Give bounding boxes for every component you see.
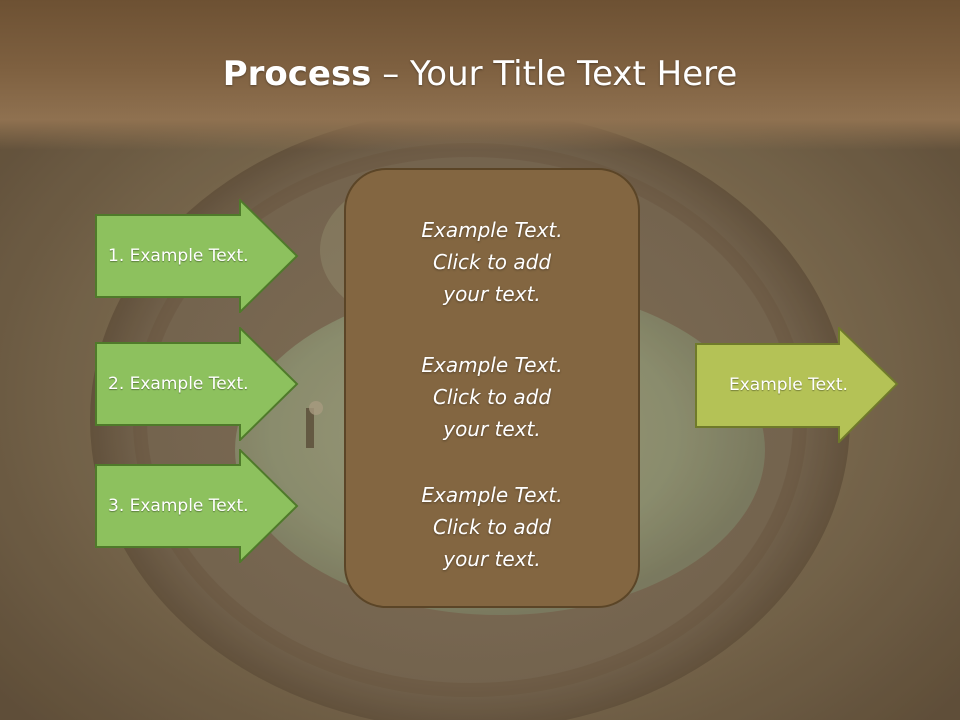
process-arrow-3[interactable]: 3. Example Text. (95, 449, 299, 563)
arrow-shape (95, 199, 299, 313)
center-line: your text. (443, 282, 541, 306)
arrow-label: Example Text. (729, 375, 848, 395)
center-line: Click to add (432, 515, 552, 539)
center-text-box[interactable]: Example Text. Click to add your text. Ex… (344, 168, 640, 608)
process-arrow-2[interactable]: 2. Example Text. (95, 327, 299, 441)
center-line: Example Text. (421, 218, 563, 242)
arrow-label: 3. Example Text. (108, 496, 249, 516)
process-arrow-1[interactable]: 1. Example Text. (95, 199, 299, 313)
arrow-shape (695, 327, 899, 443)
center-line: Example Text. (421, 483, 563, 507)
center-line: Click to add (432, 250, 552, 274)
center-text-block-3: Example Text. Click to add your text. (346, 479, 638, 575)
arrow-shape (95, 327, 299, 441)
center-text-block-1: Example Text. Click to add your text. (346, 214, 638, 310)
center-line: your text. (443, 417, 541, 441)
title-bold: Process (222, 54, 372, 94)
center-text-block-2: Example Text. Click to add your text. (346, 349, 638, 445)
center-line: Click to add (432, 385, 552, 409)
center-line: your text. (443, 547, 541, 571)
title-rest: – Your Title Text Here (371, 54, 738, 94)
slide-title[interactable]: Process – Your Title Text Here (0, 54, 960, 94)
result-arrow[interactable]: Example Text. (695, 327, 899, 443)
arrow-shape (95, 449, 299, 563)
title-bar (0, 0, 960, 150)
arrow-label: 1. Example Text. (108, 246, 249, 266)
arrow-label: 2. Example Text. (108, 374, 249, 394)
center-line: Example Text. (421, 353, 563, 377)
